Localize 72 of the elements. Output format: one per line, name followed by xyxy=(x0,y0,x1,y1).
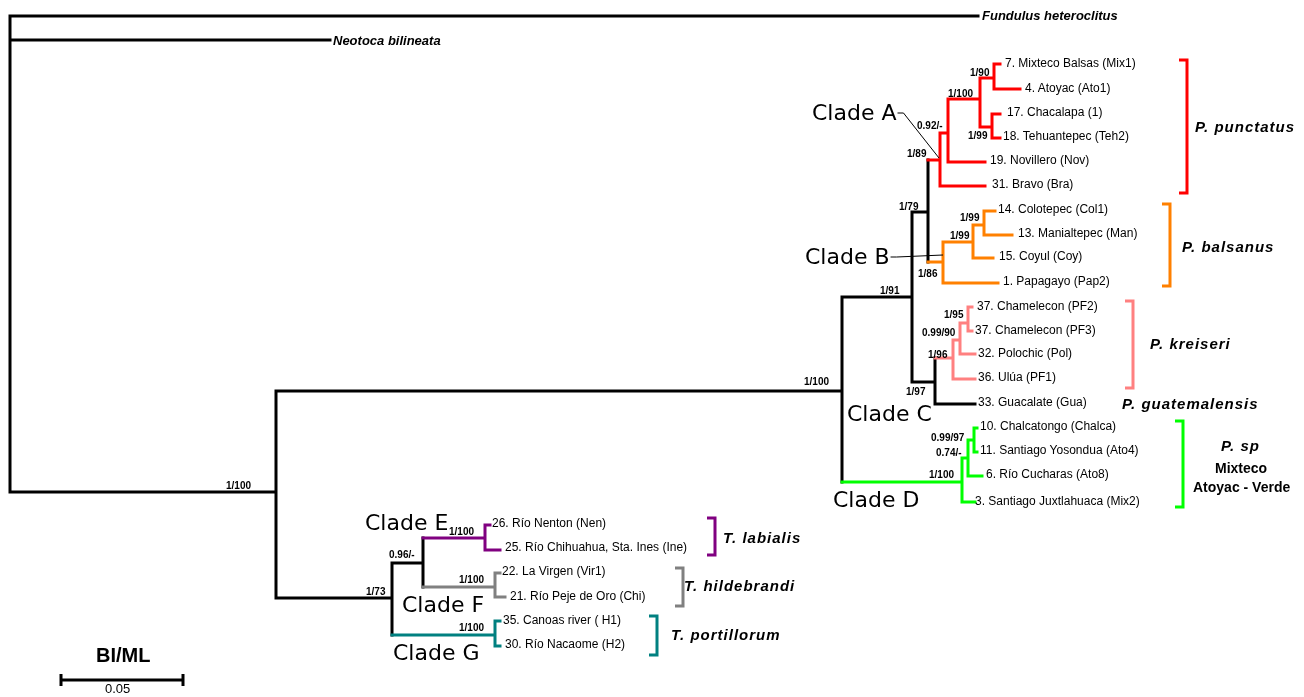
species-name: T. portillorum xyxy=(671,626,781,644)
taxon-label: 32. Polochic (Pol) xyxy=(978,347,1073,361)
taxon-label: 22. La Virgen (Vir1) xyxy=(502,565,606,579)
taxon-label: 33. Guacalate (Gua) xyxy=(978,396,1087,410)
leader-line xyxy=(897,112,940,159)
support-value: 1/99 xyxy=(960,211,980,223)
support-value: 1/95 xyxy=(944,308,964,320)
support-value: 1/89 xyxy=(907,147,927,159)
taxon-label: 7. Mixteco Balsas (Mix1) xyxy=(1005,57,1136,71)
support-value: 1/79 xyxy=(899,200,919,212)
clade-label: Clade A xyxy=(812,100,897,126)
support-value: 1/96 xyxy=(928,348,948,360)
species-name: Atoyac - Verde xyxy=(1193,480,1291,496)
taxon-label: 3. Santiago Juxtlahuaca (Mix2) xyxy=(975,495,1140,509)
taxon-label: 11. Santiago Yosondua (Ato4) xyxy=(980,444,1139,458)
clade-label: Clade B xyxy=(805,244,890,270)
species-name: P. sp xyxy=(1221,437,1260,455)
species-name: P. balsanus xyxy=(1182,238,1275,256)
taxon-label: 6. Río Cucharas (Ato8) xyxy=(986,468,1109,482)
outgroup-name: Fundulus heteroclitus xyxy=(982,8,1118,24)
taxon-label: 25. Río Chihuahua, Sta. Ines (Ine) xyxy=(505,541,688,555)
support-value: 1/100 xyxy=(929,468,955,480)
taxon-label: 31. Bravo (Bra) xyxy=(992,178,1074,192)
taxon-label: 36. Ulúa (PF1) xyxy=(978,371,1057,385)
support-value: 1/100 xyxy=(449,525,475,537)
taxon-label: 37. Chamelecon (PF2) xyxy=(977,300,1098,314)
taxon-label: 21. Río Peje de Oro (Chi) xyxy=(510,590,646,604)
support-value: 1/73 xyxy=(366,585,386,597)
species-name: P. kreiseri xyxy=(1150,335,1231,353)
support-value: 0.99/90 xyxy=(922,326,956,338)
leader-line xyxy=(890,254,944,258)
support-value: 1/97 xyxy=(906,385,926,397)
support-value: 0.92/- xyxy=(917,119,943,131)
species-name: P. guatemalensis xyxy=(1122,395,1259,413)
clade-label: Clade D xyxy=(833,487,920,513)
taxon-label: 4. Atoyac (Ato1) xyxy=(1025,82,1111,96)
scale-value: 0.05 xyxy=(105,681,131,697)
support-value: 1/99 xyxy=(950,229,970,241)
support-value: 1/99 xyxy=(968,129,988,141)
species-name: Mixteco xyxy=(1215,461,1268,477)
taxon-label: 13. Manialtepec (Man) xyxy=(1018,227,1138,241)
species-name: T. labialis xyxy=(723,529,802,547)
taxon-label: 30. Río Nacaome (H2) xyxy=(505,638,626,652)
support-value: 1/100 xyxy=(226,479,252,491)
taxon-label: 17. Chacalapa (1) xyxy=(1007,106,1103,120)
support-value: 0.74/- xyxy=(936,446,962,458)
support-value: 1/100 xyxy=(459,573,485,585)
taxon-label: 15. Coyul (Coy) xyxy=(999,250,1083,264)
clade-label: Clade E xyxy=(365,510,449,536)
outgroup-name: Neotoca bilineata xyxy=(333,33,441,49)
taxon-label: 35. Canoas river ( H1) xyxy=(503,614,622,628)
support-value: 1/100 xyxy=(948,87,974,99)
support-value: 1/91 xyxy=(880,284,900,296)
clade-label: Clade F xyxy=(402,592,485,618)
taxon-label: 18. Tehuantepec (Teh2) xyxy=(1003,130,1129,144)
taxon-label: 19. Novillero (Nov) xyxy=(990,154,1090,168)
taxon-label: 26. Río Nenton (Nen) xyxy=(492,517,607,531)
species-name: P. punctatus xyxy=(1195,118,1296,136)
taxon-label: 10. Chalcatongo (Chalca) xyxy=(980,420,1117,434)
support-value: 0.99/97 xyxy=(931,431,965,443)
support-value: 1/90 xyxy=(970,66,990,78)
support-value: 1/100 xyxy=(459,621,485,633)
taxon-label: 1. Papagayo (Pap2) xyxy=(1003,275,1110,289)
species-name: T. hildebrandi xyxy=(684,577,796,595)
support-value: 1/86 xyxy=(918,267,938,279)
clade-label: Clade G xyxy=(393,640,480,666)
taxon-label: 14. Colotepec (Col1) xyxy=(998,203,1109,217)
support-value: 0.96/- xyxy=(389,548,415,560)
taxon-label: 37. Chamelecon (PF3) xyxy=(975,324,1096,338)
scale-title: BI/ML xyxy=(96,644,151,666)
clade-label: Clade C xyxy=(847,401,932,427)
support-value: 1/100 xyxy=(804,375,830,387)
